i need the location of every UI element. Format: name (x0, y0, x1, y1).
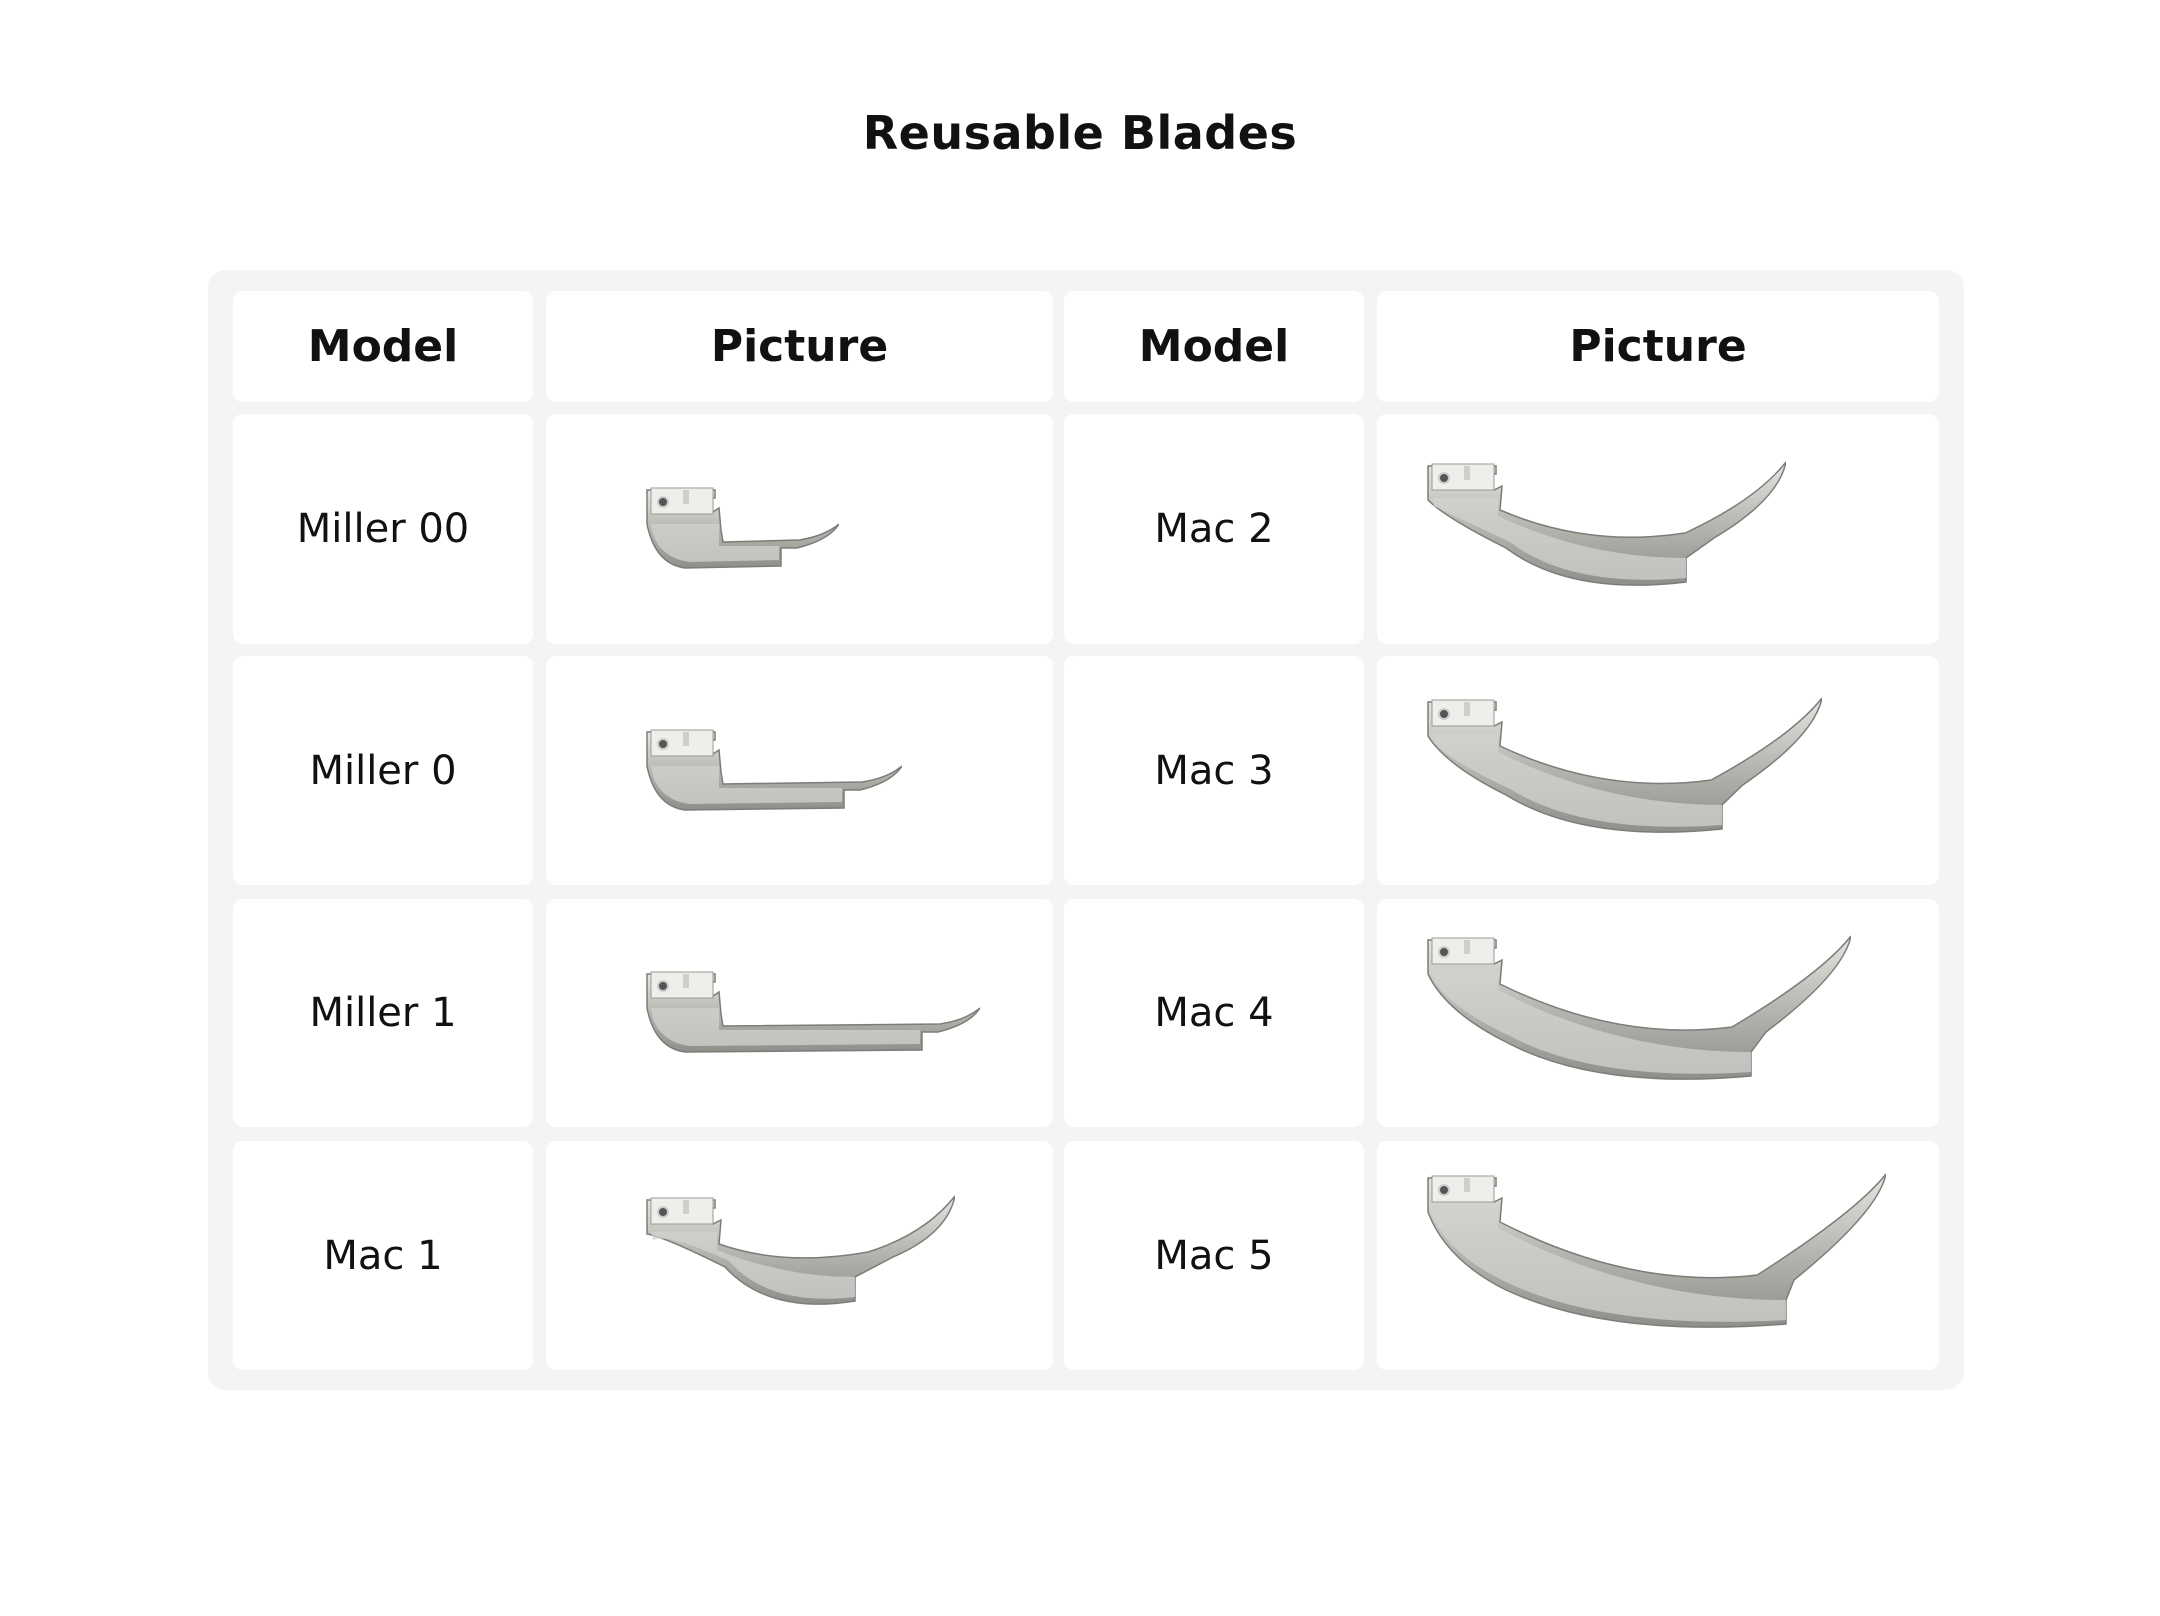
model-name: Miller 1 (309, 990, 457, 1036)
miller-blade-image (645, 968, 980, 1058)
model-name: Mac 4 (1154, 990, 1274, 1036)
macintosh-blade-image (1426, 460, 1786, 598)
header-label: Picture (710, 321, 889, 372)
model-name: Miller 00 (296, 506, 470, 552)
picture-cell (1377, 414, 1939, 644)
picture-cell (546, 656, 1053, 885)
header-picture: Picture (546, 291, 1053, 402)
header-label: Model (307, 321, 459, 372)
miller-blade-image (645, 484, 839, 574)
picture-cell (546, 899, 1053, 1127)
header-label: Model (1138, 321, 1290, 372)
picture-cell (1377, 1141, 1939, 1370)
model-cell: Miller 1 (233, 899, 533, 1127)
model-cell: Mac 1 (233, 1141, 533, 1370)
model-name: Mac 5 (1154, 1232, 1274, 1279)
model-cell: Mac 5 (1064, 1141, 1364, 1370)
model-cell: Miller 00 (233, 414, 533, 644)
macintosh-blade-image (645, 1194, 955, 1317)
model-cell: Mac 3 (1064, 656, 1364, 885)
macintosh-blade-image (1426, 1172, 1886, 1340)
model-name: Miller 0 (309, 747, 457, 794)
header-model: Model (1064, 291, 1364, 402)
page-title: Reusable Blades (862, 106, 1298, 160)
picture-cell (1377, 656, 1939, 885)
model-name: Mac 3 (1154, 747, 1274, 794)
model-name: Mac 1 (323, 1232, 443, 1279)
macintosh-blade-image (1426, 934, 1851, 1092)
model-cell: Mac 4 (1064, 899, 1364, 1127)
header-model: Model (233, 291, 533, 402)
picture-cell (1377, 899, 1939, 1127)
header-picture: Picture (1377, 291, 1939, 402)
miller-blade-image (645, 726, 902, 816)
header-label: Picture (1569, 321, 1747, 372)
picture-cell (546, 414, 1053, 644)
picture-cell (546, 1141, 1053, 1370)
model-cell: Miller 0 (233, 656, 533, 885)
model-name: Mac 2 (1154, 506, 1274, 552)
macintosh-blade-image (1426, 696, 1822, 845)
model-cell: Mac 2 (1064, 414, 1364, 644)
